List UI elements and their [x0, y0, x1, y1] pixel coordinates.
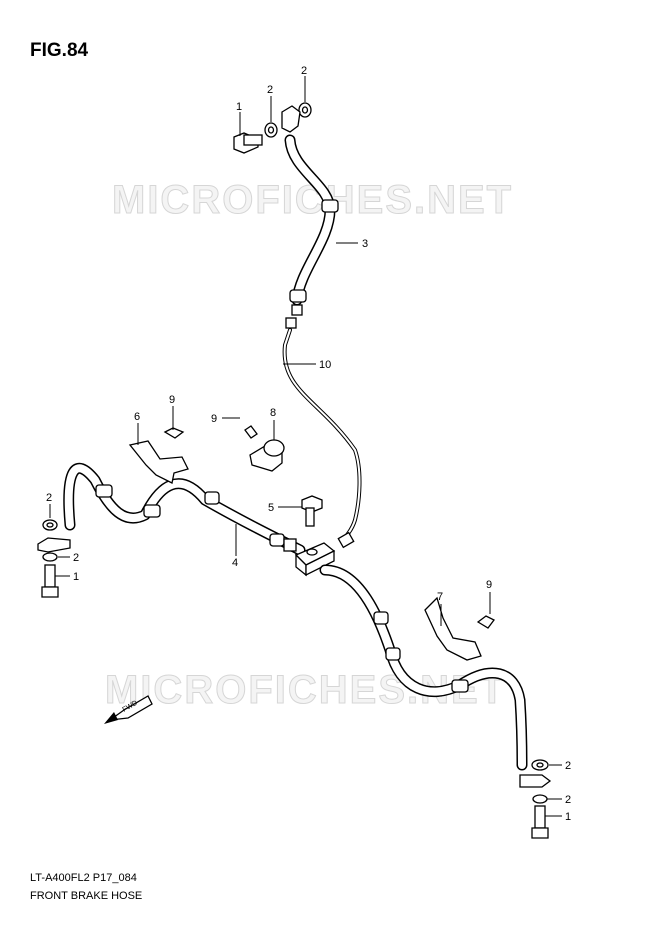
callout-left-union-bolt: 1 — [73, 571, 79, 583]
callout-clamp-bolt: 9 — [211, 413, 217, 425]
three-way-joint — [294, 542, 336, 577]
hose-clamp — [244, 425, 285, 472]
hose-bracket-right — [424, 596, 495, 661]
callout-bracket-left-bolt: 9 — [169, 394, 175, 406]
callout-brake-pipe: 10 — [319, 359, 331, 371]
callout-gasket-top-left: 2 — [267, 84, 273, 96]
callout-bracket-right: 7 — [437, 591, 443, 603]
left-caliper-fitting — [37, 519, 71, 598]
left-brake-hose — [63, 462, 306, 556]
brake-pipe — [282, 328, 362, 549]
callout-union-bolt-top: 1 — [236, 101, 242, 113]
union-bolt-top — [233, 132, 263, 154]
diagram-name: FRONT BRAKE HOSE — [30, 890, 143, 902]
callout-clamp: 8 — [270, 407, 276, 419]
callout-gasket-top-right: 2 — [301, 65, 307, 77]
callout-right-gasket-upper: 2 — [565, 760, 571, 772]
gasket-washers-top — [264, 102, 312, 138]
callout-bracket-right-bolt: 9 — [486, 579, 492, 591]
callout-left-gasket-lower: 2 — [73, 552, 79, 564]
callout-bracket-left: 6 — [134, 411, 140, 423]
hose-bracket-left — [128, 427, 189, 484]
upper-brake-hose — [284, 134, 339, 329]
model-code: LT-A400FL2 P17_084 — [30, 872, 137, 884]
watermark-top: MICROFICHES.NET — [112, 178, 513, 222]
callout-upper-hose: 3 — [362, 238, 368, 250]
joint-bolt — [301, 495, 323, 527]
callout-right-gasket-lower: 2 — [565, 794, 571, 806]
right-brake-hose — [319, 564, 528, 771]
right-caliper-fitting — [519, 759, 552, 839]
callout-right-union-bolt: 1 — [565, 811, 571, 823]
callout-left-gasket-upper: 2 — [46, 492, 52, 504]
callout-left-hose: 4 — [232, 557, 238, 569]
callout-joint-bolt: 5 — [268, 502, 274, 514]
figure-title: FIG.84 — [30, 40, 89, 61]
